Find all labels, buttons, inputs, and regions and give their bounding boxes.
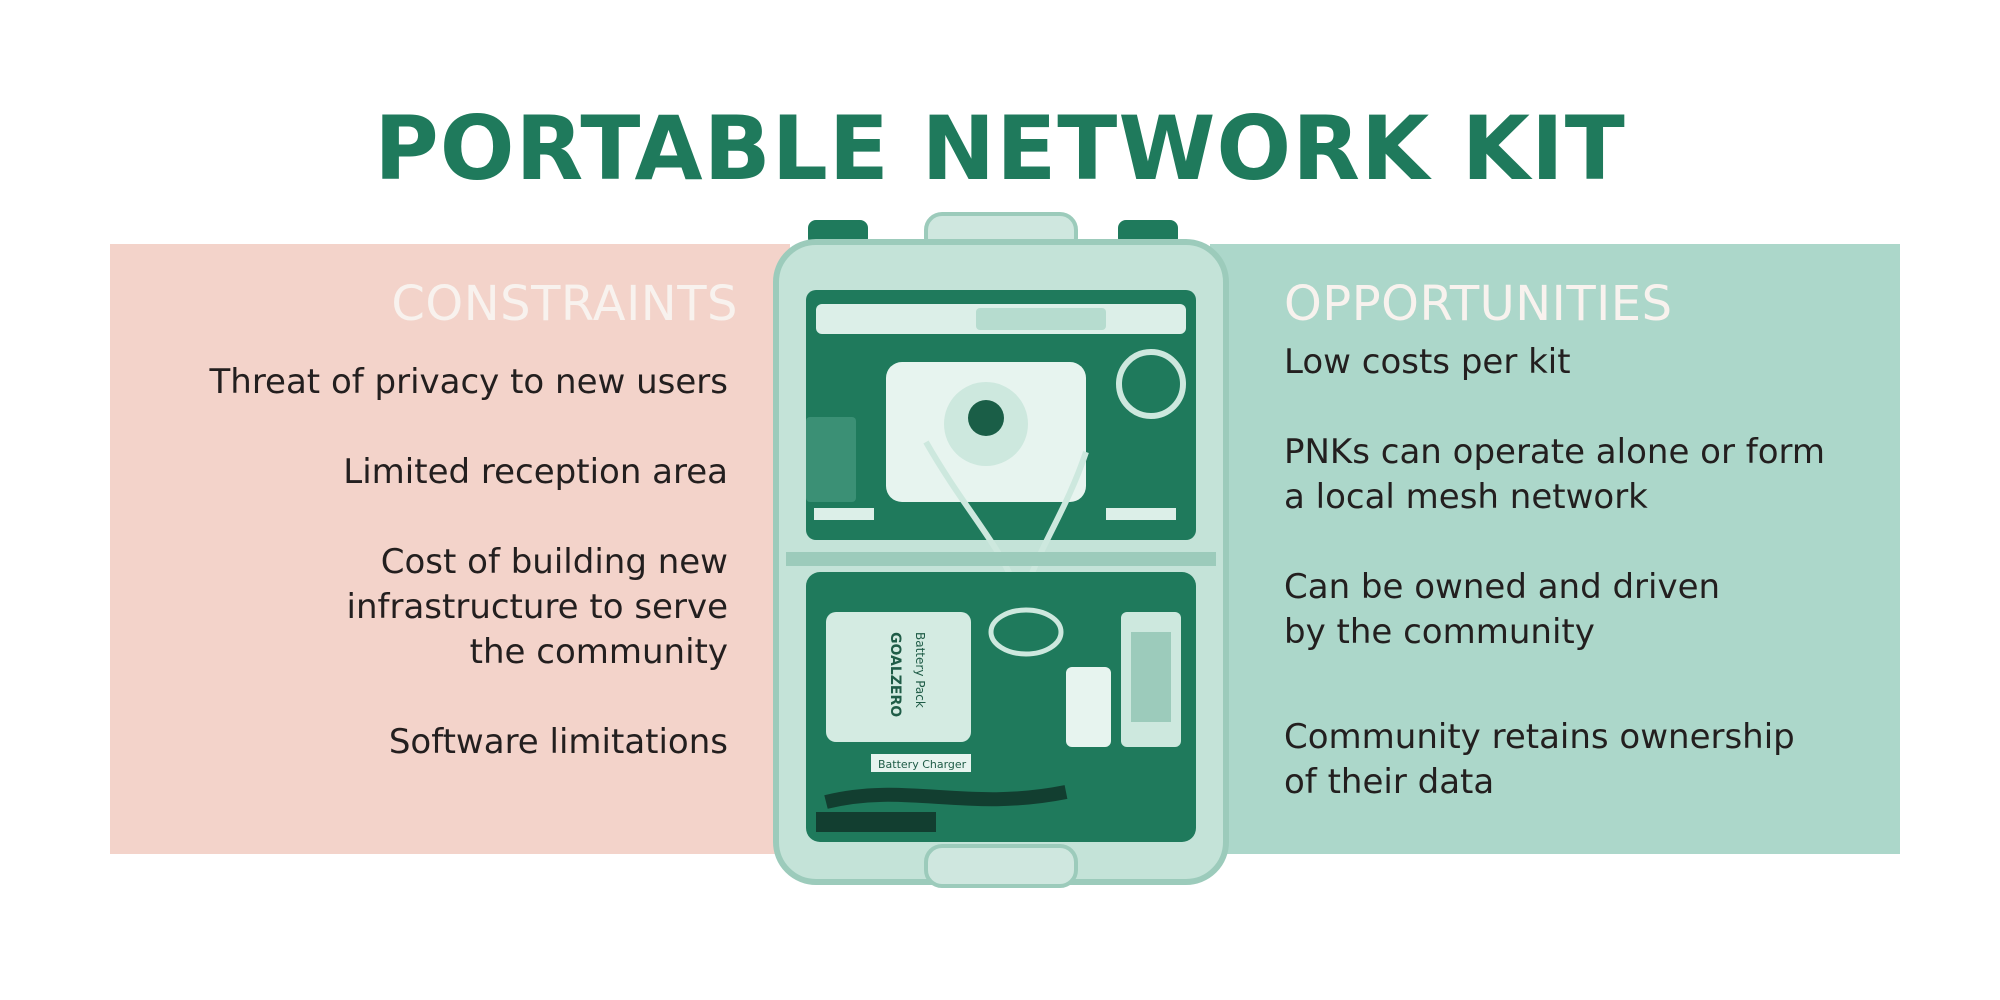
battery-pack [826,612,971,742]
constraint-item: Limited reception area [343,452,728,492]
svg-text:GOALZERO: GOALZERO [887,632,903,717]
circuit-board [806,417,856,502]
svg-text:Battery Pack: Battery Pack [913,632,927,708]
opportunity-item: PNKs can operate alone or form a local m… [1284,432,1826,517]
constraint-item: Threat of privacy to new users [209,362,729,402]
constraint-item: Software limitations [388,722,728,762]
opportunity-item: Low costs per kit [1284,342,1571,382]
page-title: PORTABLE NETWORK KIT [374,97,1626,200]
case-handle-bottom [924,844,1078,888]
opportunities-heading: OPPORTUNITIES [1284,276,1673,332]
network-kit-case-photo: GOALZERO Battery Pack Battery Charger [766,212,1236,892]
cable-coil [1116,349,1186,419]
constraints-heading: CONSTRAINTS [391,276,738,332]
power-adapter [1066,667,1111,747]
svg-text:Battery Charger: Battery Charger [878,758,967,771]
battery-charger-label [871,754,971,772]
opportunity-item: Can be owned and driven by the community [1284,567,1721,652]
opportunities-panel [1210,244,1900,854]
constraints-panel [110,244,790,854]
opportunity-item: Community retains ownership of their dat… [1284,717,1795,802]
constraint-item: Cost of building new infrastructure to s… [346,542,728,672]
